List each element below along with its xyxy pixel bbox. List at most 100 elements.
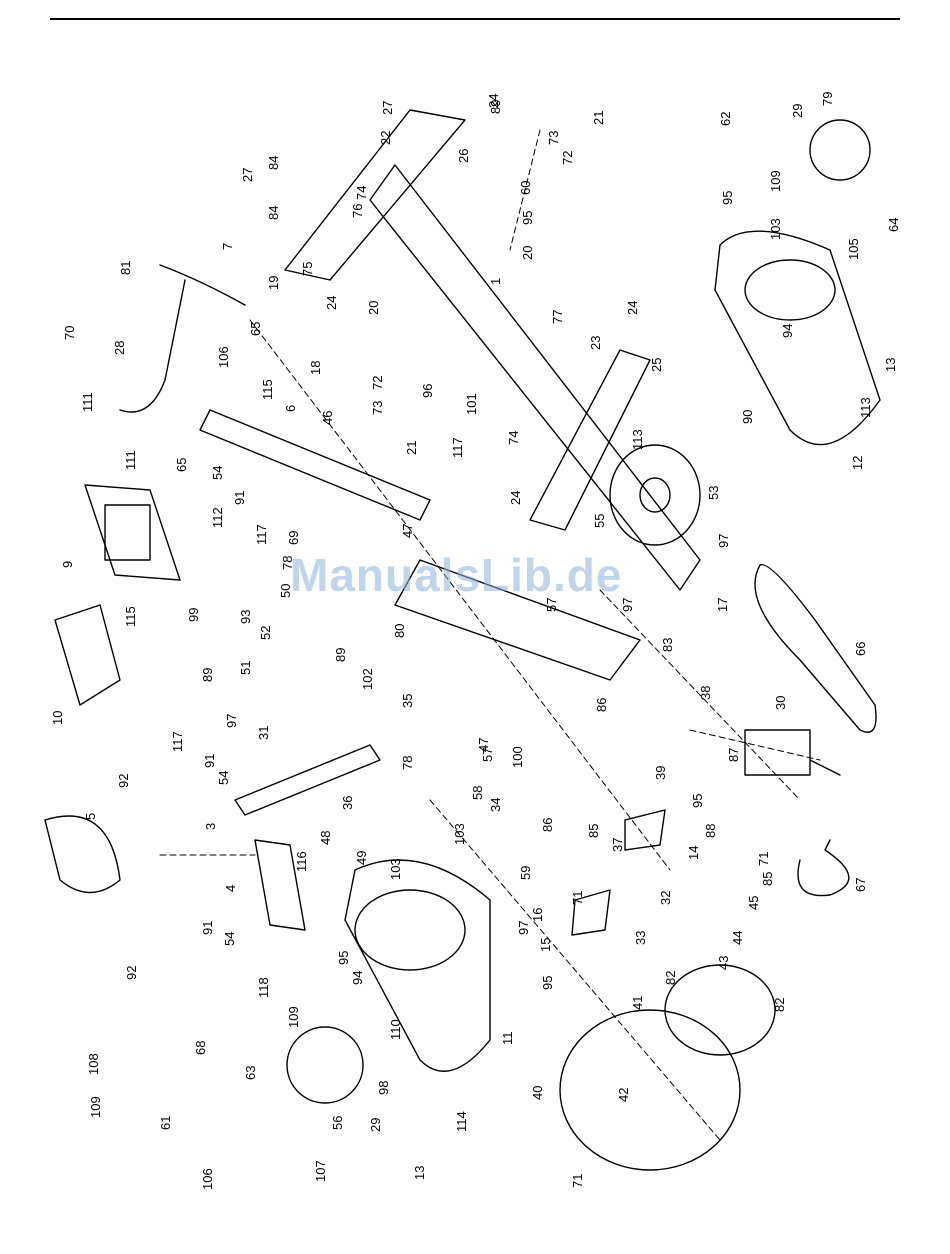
- left-shroud-window: [354, 889, 466, 971]
- part-label: 117: [450, 437, 465, 458]
- part-label: 79: [820, 92, 835, 106]
- assembly-line: [429, 799, 721, 1141]
- part-label: 23: [588, 336, 603, 350]
- part-label: 48: [318, 831, 333, 845]
- part-label: 29: [790, 104, 805, 118]
- part-label: 21: [404, 441, 419, 455]
- flywheel-hub: [639, 477, 671, 513]
- rear-stabilizer: [254, 839, 306, 931]
- part-label: 94: [350, 971, 365, 985]
- part-label: 65: [174, 458, 189, 472]
- part-label: 34: [488, 798, 503, 812]
- part-label: 55: [592, 514, 607, 528]
- part-label: 11: [500, 1032, 515, 1046]
- part-label: 108: [86, 1053, 101, 1075]
- part-label: 92: [116, 774, 131, 788]
- part-label: 97: [716, 534, 731, 548]
- part-label: 74: [354, 186, 369, 200]
- part-label: 94: [780, 324, 795, 338]
- part-label: 73: [370, 401, 385, 415]
- part-label: 86: [540, 818, 555, 832]
- part-label: 113: [858, 397, 873, 418]
- part-label: 112: [210, 507, 225, 528]
- part-label: 16: [530, 908, 545, 922]
- part-label: 19: [266, 276, 281, 290]
- part-label: 24: [486, 94, 501, 108]
- part-label: 28: [112, 341, 127, 355]
- part-label: 97: [224, 714, 239, 728]
- part-label: 103: [388, 858, 403, 880]
- part-label: 92: [124, 966, 139, 980]
- part-label: 115: [260, 379, 275, 400]
- upright-tube: [284, 109, 466, 281]
- left-shroud: [344, 859, 491, 1072]
- part-label: 95: [540, 976, 555, 990]
- part-label: 103: [452, 823, 467, 845]
- part-label: 75: [300, 262, 315, 276]
- part-label: 36: [340, 796, 355, 810]
- flywheel: [609, 444, 701, 546]
- part-label: 89: [200, 668, 215, 682]
- part-label: 35: [400, 694, 415, 708]
- part-label: 37: [610, 838, 625, 852]
- part-label: 76: [350, 204, 365, 218]
- part-label: 109: [768, 170, 783, 192]
- part-label: 111: [123, 450, 138, 470]
- part-label: 96: [420, 384, 435, 398]
- part-label: 67: [853, 878, 868, 892]
- part-label: 21: [591, 111, 606, 125]
- handlebar: [119, 264, 246, 413]
- part-label: 95: [720, 191, 735, 205]
- part-label: 10: [50, 711, 65, 725]
- part-label: 13: [412, 1166, 427, 1180]
- part-label: 101: [464, 393, 479, 415]
- part-label: 29: [368, 1118, 383, 1132]
- part-label: 72: [370, 376, 385, 390]
- part-label: 70: [62, 326, 77, 340]
- top-rule: [50, 18, 900, 20]
- part-label: 61: [158, 1116, 173, 1130]
- part-label: 118: [256, 977, 271, 998]
- part-label: 81: [118, 261, 133, 275]
- part-label: 68: [193, 1041, 208, 1055]
- part-label: 65: [248, 322, 263, 336]
- right-shroud: [714, 230, 881, 446]
- pedal-left: [571, 889, 611, 936]
- part-label: 24: [625, 301, 640, 315]
- part-label: 117: [170, 731, 185, 752]
- pedal-right: [624, 809, 666, 851]
- part-label: 83: [660, 638, 675, 652]
- part-number-labels: 1 3 4 5 6 7 9 10 11 12 13 13 14 15 16 17…: [50, 92, 901, 1190]
- part-label: 38: [698, 686, 713, 700]
- part-label: 73: [546, 131, 561, 145]
- console: [84, 484, 181, 581]
- part-label: 17: [715, 598, 730, 612]
- part-label: 90: [740, 410, 755, 424]
- part-label: 86: [594, 698, 609, 712]
- part-label: 97: [516, 921, 531, 935]
- part-label: 64: [886, 218, 901, 232]
- watermark: ManualsLib.de: [290, 549, 623, 601]
- part-label: 18: [308, 361, 323, 375]
- part-label: 41: [630, 996, 645, 1010]
- right-shroud-window: [744, 259, 836, 321]
- part-label: 40: [530, 1086, 545, 1100]
- part-label: 74: [506, 431, 521, 445]
- console-screen: [104, 504, 151, 561]
- part-label: 50: [278, 584, 293, 598]
- part-label: 105: [846, 238, 861, 260]
- part-label: 14: [686, 846, 701, 860]
- part-label: 1: [488, 278, 503, 285]
- part-label: 54: [210, 466, 225, 480]
- drive-belt: [754, 563, 877, 733]
- part-label: 46: [320, 411, 335, 425]
- part-label: 66: [853, 642, 868, 656]
- part-label: 52: [258, 626, 273, 640]
- pulley-right: [809, 119, 871, 181]
- part-label: 47: [400, 524, 415, 538]
- part-label: 27: [240, 168, 255, 182]
- part-label: 58: [470, 786, 485, 800]
- part-label: 4: [223, 885, 238, 892]
- part-label: 78: [280, 556, 295, 570]
- assembly-line: [599, 589, 801, 801]
